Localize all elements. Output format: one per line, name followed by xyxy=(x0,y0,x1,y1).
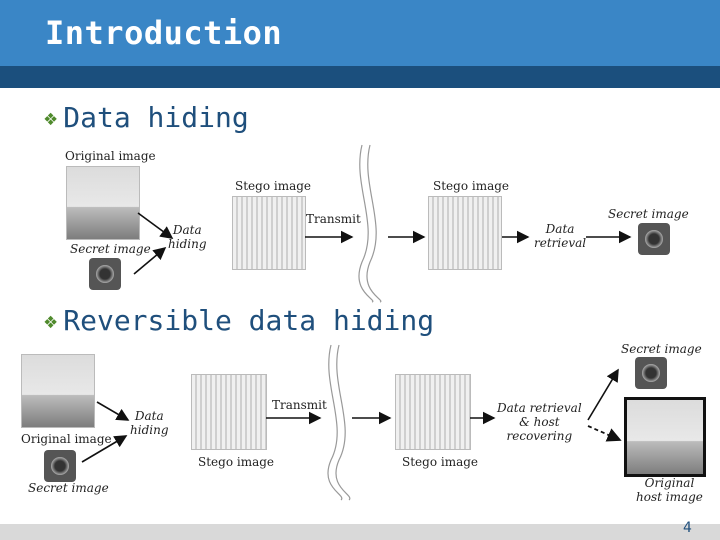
d2-channel-line-a xyxy=(327,344,343,501)
header-bar xyxy=(0,0,720,66)
d1-secret-image-right-label: Secret image xyxy=(608,207,689,221)
bullet-text: Data hiding xyxy=(63,101,249,134)
d2-stego-image-label-2: Stego image xyxy=(402,455,479,469)
diamond-bullet-icon: ❖ xyxy=(44,106,58,131)
d2-secret-image xyxy=(44,450,76,482)
d1-transmit-label: Transmit xyxy=(306,212,361,226)
slide-title: Introduction xyxy=(45,14,283,52)
d1-stego-image-label-2: Stego image xyxy=(433,179,510,193)
bullet-reversible-data-hiding: ❖Reversible data hiding xyxy=(44,304,434,337)
d1-channel-line-b xyxy=(366,144,382,303)
d1-original-image-label: Original image xyxy=(65,149,156,163)
d2-stego-image-label-1: Stego image xyxy=(198,455,275,469)
d2-original-image xyxy=(21,354,95,428)
d2-data-hiding-label: Data hiding xyxy=(130,409,169,437)
d1-stego-image-2 xyxy=(428,196,502,270)
page-number: 4 xyxy=(683,520,692,536)
bullet-text: Reversible data hiding xyxy=(63,304,435,337)
d2-arrow-to-host xyxy=(587,425,622,442)
d1-stego-image-label-1: Stego image xyxy=(235,179,312,193)
diamond-bullet-icon: ❖ xyxy=(44,309,58,334)
d2-original-host-image-label: Original host image xyxy=(636,476,703,504)
d2-secret-image-label: Secret image xyxy=(28,481,109,495)
d2-arrow-original xyxy=(96,401,130,421)
d2-stego-image-2 xyxy=(395,374,471,450)
d1-data-hiding-label: Data hiding xyxy=(168,223,207,251)
d1-original-image xyxy=(66,166,140,240)
d2-secret-image-right-label: Secret image xyxy=(621,342,702,356)
d1-secret-image-label: Secret image xyxy=(70,242,151,256)
d2-arrow-secret xyxy=(81,435,128,463)
d1-secret-image-right xyxy=(638,223,670,255)
d2-channel-line-b xyxy=(335,344,351,501)
d1-stego-image-1 xyxy=(232,196,306,270)
header-band xyxy=(0,66,720,88)
d2-stego-image-1 xyxy=(191,374,267,450)
bullet-data-hiding: ❖Data hiding xyxy=(44,101,249,134)
d2-secret-image-right xyxy=(635,357,667,389)
footer-bar xyxy=(0,524,720,540)
d2-arrow-to-secret xyxy=(587,368,619,421)
d1-channel-line-a xyxy=(358,144,374,303)
d2-original-image-label: Original image xyxy=(21,432,112,446)
d2-original-host-image xyxy=(624,397,706,477)
d1-secret-image xyxy=(89,258,121,290)
d1-arrow-original xyxy=(137,212,174,239)
d1-data-retrieval-label: Data retrieval xyxy=(534,222,587,250)
d2-transmit-label: Transmit xyxy=(272,398,327,412)
d1-arrow-secret xyxy=(133,246,167,275)
d2-data-retrieval-label: Data retrieval & host recovering xyxy=(497,401,582,443)
